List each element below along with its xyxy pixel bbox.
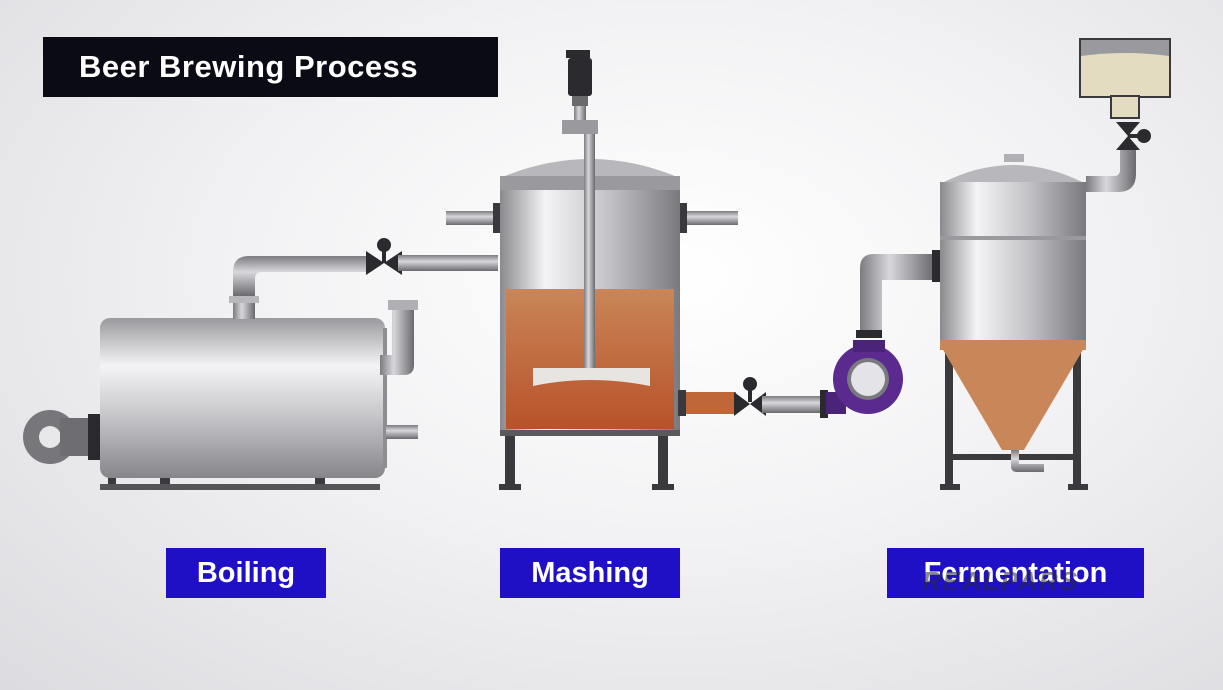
yeast-fill bbox=[1081, 53, 1169, 96]
steam-valve-icon bbox=[366, 238, 498, 275]
yeast-hopper bbox=[1079, 38, 1171, 119]
mash-tun bbox=[446, 50, 738, 490]
stage-label-fermentation: Fermentation bbox=[887, 548, 1144, 598]
stage-label-boiling: Boiling bbox=[166, 548, 326, 598]
mixer-paddle bbox=[533, 368, 650, 386]
page-title-box: Beer Brewing Process bbox=[43, 37, 498, 97]
boiler bbox=[23, 256, 418, 490]
fermenter bbox=[940, 148, 1136, 490]
watermark-logo: REALPARS bbox=[922, 566, 1080, 596]
stage-label-mashing: Mashing bbox=[500, 548, 680, 598]
burner-icon bbox=[23, 410, 104, 464]
yeast-valve-icon bbox=[1116, 122, 1151, 150]
mixer-motor-icon bbox=[562, 50, 598, 134]
pump-icon bbox=[826, 250, 940, 414]
wort-valve-icon bbox=[734, 377, 828, 418]
mixer-shaft bbox=[584, 134, 595, 370]
fermenter-liquid bbox=[942, 348, 1084, 450]
page-title: Beer Brewing Process bbox=[79, 49, 419, 84]
fermenter-body bbox=[940, 182, 1086, 342]
boiler-body bbox=[100, 318, 385, 478]
